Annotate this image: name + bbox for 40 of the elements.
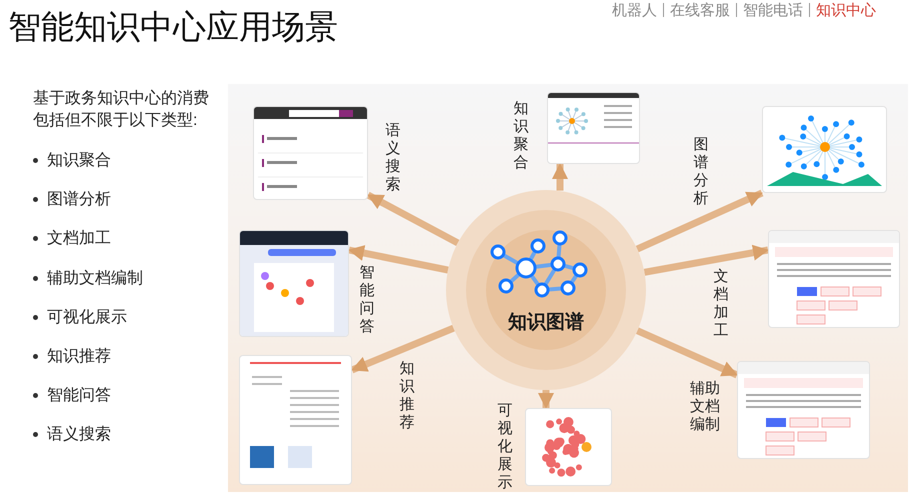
nav-link: 智能电话 <box>743 2 803 19</box>
arrow <box>538 390 554 409</box>
list-item: 知识推荐 <box>47 346 111 367</box>
arrow <box>350 324 455 374</box>
scenario-label: 文档加工 <box>712 268 730 340</box>
arrow <box>636 190 764 252</box>
page-title: 智能知识中心应用场景 <box>8 7 338 47</box>
scenario-label: 知识推荐 <box>398 360 416 432</box>
intro-text: 基于政务知识中心的消费包括但不限于以下类型: <box>33 88 210 131</box>
scenario-label: 可视化展示 <box>496 402 514 492</box>
nav-link: 知识中心 <box>816 2 876 19</box>
arrow <box>644 244 769 276</box>
arrow <box>348 245 449 274</box>
hub-label: 知识图谱 <box>506 312 585 334</box>
screenshot <box>239 355 352 485</box>
scenario-label: 智能问答 <box>358 264 376 336</box>
scenario-label: 知识聚合 <box>512 100 530 172</box>
list-item: 可视化展示 <box>47 308 127 328</box>
list-item: 图谱分析 <box>47 190 111 210</box>
list-item: 智能问答 <box>47 386 111 406</box>
arrow <box>636 327 738 378</box>
list-item: 语义搜索 <box>47 424 111 446</box>
scenario-label: 辅助文档编制 <box>689 380 721 434</box>
screenshot <box>253 106 368 200</box>
screenshot <box>762 106 887 193</box>
nav-link: 在线客服 <box>670 2 730 19</box>
list-item: 文档加工 <box>47 228 111 250</box>
screenshot <box>525 408 612 486</box>
screenshot <box>768 230 900 328</box>
screenshot <box>239 230 349 337</box>
scenario-label: 语义搜索 <box>384 122 402 194</box>
screenshot <box>737 361 870 459</box>
list-item: 知识聚合 <box>47 151 111 171</box>
nav-link: 机器人 <box>612 2 657 19</box>
screenshot <box>547 92 640 164</box>
scenario-label: 图谱分析 <box>692 136 710 208</box>
arrow <box>552 163 568 191</box>
hub-circle <box>446 190 646 390</box>
arrow <box>366 192 460 246</box>
list-item: 辅助文档编制 <box>47 268 143 289</box>
